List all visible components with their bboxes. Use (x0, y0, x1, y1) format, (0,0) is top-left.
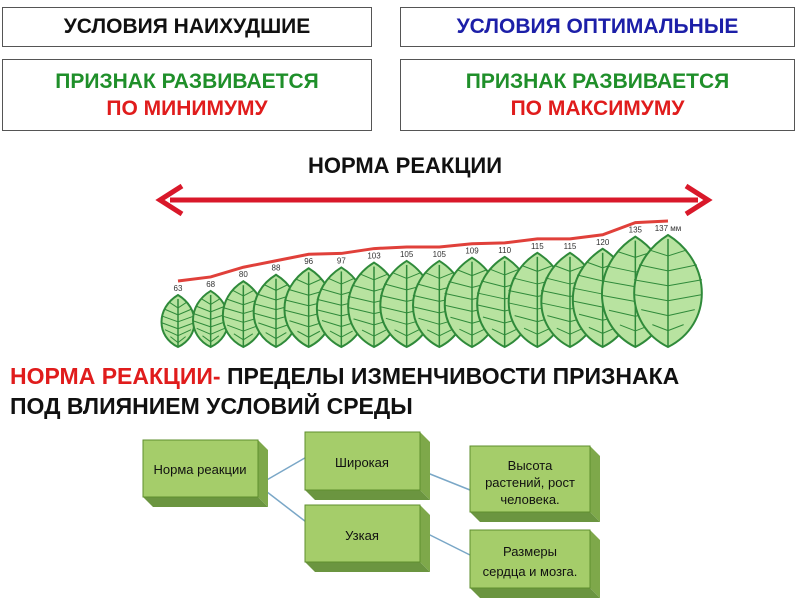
leaf-illustration: 63 68 80 88 96 97 103 105 105 109 110 115 115 120 135 1… (155, 183, 713, 349)
wide-example-line2: растений, рост (485, 475, 575, 490)
norm-reaction-title: НОРМА РЕАКЦИИ (307, 153, 503, 178)
optimal-trait-line2: ПО МАКСИМУМУ (510, 97, 685, 120)
worst-conditions-box: УСЛОВИЯ НАИХУДШИЕ (2, 7, 372, 47)
leaf-size-label: 137 мм (655, 224, 682, 233)
narrow-label: Узкая (345, 528, 379, 543)
size-trend-line (177, 219, 669, 283)
double-arrow (155, 183, 713, 217)
leaf-size-label: 80 (239, 270, 248, 279)
leaf-size-label: 120 (596, 238, 610, 247)
wide-example-line1: Высота (508, 458, 553, 473)
worst-trait-line1: ПРИЗНАК РАЗВИВАЕТСЯ (55, 70, 319, 93)
narrow-example-line2: сердца и мозга. (483, 564, 578, 579)
wide-example-line3: человека. (500, 492, 559, 507)
leaf-size-label: 68 (206, 280, 215, 289)
leaf-size-label: 88 (272, 264, 281, 273)
definition-rest: ПРЕДЕЛЫ ИЗМЕНЧИВОСТИ ПРИЗНАКА (220, 363, 680, 389)
leaf-size-label: 63 (174, 284, 183, 293)
wide-label: Широкая (335, 455, 389, 470)
leaf-size-label: 97 (337, 256, 346, 265)
optimal-trait-line1: ПРИЗНАК РАЗВИВАЕТСЯ (465, 70, 730, 93)
definition-term: НОРМА РЕАКЦИИ- (10, 363, 221, 389)
leaf-size-label: 110 (498, 246, 511, 255)
root-box: Норма реакции (142, 439, 268, 507)
narrow-box: Узкая (304, 504, 430, 572)
leaf-size-label: 135 (629, 226, 643, 235)
leaf-size-label: 96 (304, 257, 313, 266)
definition-line1: НОРМА РЕАКЦИИ- ПРЕДЕЛЫ ИЗМЕНЧИВОСТИ ПРИЗ… (10, 363, 679, 390)
definition-line2: ПОД ВЛИЯНИЕМ УСЛОВИЙ СРЕДЫ (10, 393, 413, 419)
root-label: Норма реакции (154, 462, 247, 477)
worst-conditions-text: УСЛОВИЯ НАИХУДШИЕ (63, 15, 311, 38)
leaf-size-label: 115 (531, 242, 544, 251)
leaf-1 (160, 293, 196, 349)
wide-box: Широкая (304, 431, 430, 500)
leaf-size-label: 109 (465, 247, 479, 256)
worst-trait-line2: ПО МИНИМУМУ (106, 97, 268, 120)
leaf-size-label: 105 (400, 250, 414, 259)
optimal-trait-box: ПРИЗНАК РАЗВИВАЕТСЯ ПО МАКСИМУМУ (400, 59, 795, 131)
leaf-size-label: 103 (367, 252, 381, 261)
leaf-size-label: 105 (433, 250, 447, 259)
narrow-example-box: Размеры сердца и мозга. (469, 529, 600, 598)
worst-trait-box: ПРИЗНАК РАЗВИВАЕТСЯ ПО МИНИМУМУ (2, 59, 372, 131)
optimal-conditions-text: УСЛОВИЯ ОПТИМАЛЬНЫЕ (456, 15, 739, 38)
leaf-16 (633, 233, 703, 349)
narrow-example-line1: Размеры (503, 544, 557, 559)
optimal-conditions-box: УСЛОВИЯ ОПТИМАЛЬНЫЕ (400, 7, 795, 47)
wide-example-box: Высота растений, рост человека. (469, 445, 600, 522)
leaf-size-label: 115 (564, 242, 577, 251)
